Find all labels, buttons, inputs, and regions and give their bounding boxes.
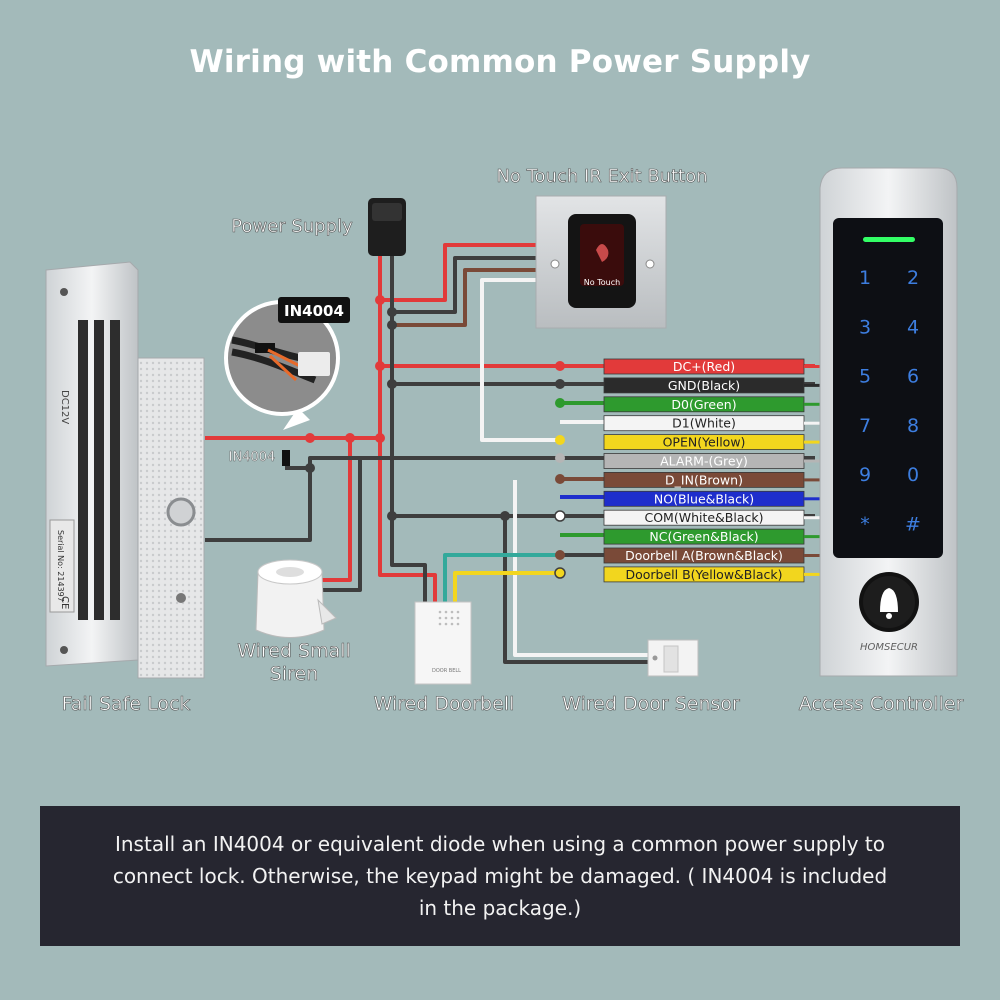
terminal-row: GND(Black) [603, 377, 820, 394]
terminal-row: D1(White) [603, 415, 820, 432]
terminal-row: NO(Blue&Black) [603, 490, 820, 507]
access-controller-device: 1 2 3 4 5 6 7 8 9 0 * # HOMSECUR [819, 167, 958, 677]
doorbell-label: Wired Doorbell [374, 693, 515, 715]
keypad-key[interactable]: 6 [907, 366, 919, 388]
page-title: Wiring with Common Power Supply [189, 44, 811, 80]
wire-red-psu [378, 255, 437, 605]
access-controller-label: Access Controller [799, 693, 964, 715]
terminal-label: NO(Blue&Black) [654, 491, 754, 506]
keypad-key[interactable]: 0 [907, 464, 919, 486]
siren-device [255, 559, 337, 638]
doorbell-device: DOOR BELL [414, 601, 472, 685]
doorbell-face-text: DOOR BELL [432, 668, 461, 674]
wire-red-siren [320, 438, 352, 582]
terminal-row: ALARM-(Grey) [603, 453, 820, 469]
junction-dots [305, 295, 566, 579]
lock-ce-text: CE [59, 596, 70, 609]
exit-button-device: No Touch [535, 195, 667, 329]
terminal-row: NC(Green&Black) [603, 528, 820, 545]
bell-icon [880, 588, 898, 612]
diode-callout: IN4004 [224, 297, 350, 430]
keypad-key[interactable]: 7 [859, 415, 871, 437]
terminal-label: Doorbell B(Yellow&Black) [626, 567, 783, 582]
brand-text: HOMSECUR [860, 642, 918, 653]
keypad-key[interactable]: 1 [859, 267, 871, 289]
terminal-label: DC+(Red) [673, 359, 735, 374]
fail-safe-lock-label: Fail Safe Lock [62, 693, 191, 715]
door-sensor-device [647, 639, 699, 677]
keypad-key[interactable]: 2 [907, 267, 919, 289]
siren-label-line2: Siren [270, 663, 318, 685]
keypad-key[interactable]: 8 [907, 415, 919, 437]
wire-black-psu [390, 255, 427, 605]
wire-white-open [480, 278, 560, 442]
terminal-strip: DC+(Red) GND(Black) D0(Green) D1(White) OPEN… [603, 358, 820, 583]
terminal-label: COM(White&Black) [644, 510, 763, 525]
keypad-key[interactable]: 4 [907, 316, 919, 338]
siren-label-line1: Wired Small [237, 640, 351, 662]
terminal-row: COM(White&Black) [603, 509, 820, 526]
status-led [863, 237, 915, 242]
diode-callout-label: IN4004 [284, 302, 344, 320]
lock-serial-text: Serial No: 214397 [56, 530, 65, 602]
terminal-label: GND(Black) [668, 378, 740, 393]
terminal-row: D_IN(Brown) [603, 471, 820, 488]
keypad-key[interactable]: 3 [859, 316, 871, 338]
exit-button-face-text: No Touch [584, 278, 620, 287]
keypad-key[interactable]: 5 [859, 366, 871, 388]
wire-black-exit [392, 256, 545, 314]
wire-black-siren [320, 458, 362, 592]
keypad-key[interactable]: * [860, 514, 870, 536]
terminal-label: D0(Green) [671, 397, 736, 412]
lock-voltage-text: DC12V [59, 390, 70, 424]
wire-teal-doorbell [443, 553, 560, 605]
wire-black-sensor [503, 516, 650, 664]
hand-icon [596, 244, 609, 262]
terminal-label: D1(White) [672, 416, 736, 431]
wire-yellow-doorbell [453, 571, 560, 605]
terminal-row: OPEN(Yellow) [603, 434, 820, 451]
terminal-label: OPEN(Yellow) [663, 435, 746, 450]
wire-brown-exit [392, 268, 545, 327]
terminal-label: Doorbell A(Brown&Black) [625, 548, 783, 563]
diode-label: IN4004 [229, 450, 276, 465]
diagram-canvas: DC+(Red) GND(Black) D0(Green) D1(White) OPEN… [45, 166, 964, 715]
exit-button-label: No Touch IR Exit Button [496, 166, 707, 187]
diode-warning-note: Install an IN4004 or equivalent diode wh… [40, 806, 960, 946]
terminal-label: ALARM-(Grey) [660, 454, 748, 469]
terminal-row: D0(Green) [603, 396, 820, 413]
terminal-label: D_IN(Brown) [665, 472, 743, 487]
fail-safe-lock-device: DC12V Serial No: 214397 CE [45, 261, 205, 679]
terminal-row: DC+(Red) [603, 358, 820, 375]
terminal-row: Doorbell A(Brown&Black) [603, 547, 820, 564]
wire-white-sensor [513, 480, 650, 657]
terminal-label: NC(Green&Black) [649, 529, 758, 544]
keypad-key[interactable]: 9 [859, 464, 871, 486]
power-supply-unit [368, 198, 406, 256]
keypad: 1 2 3 4 5 6 7 8 9 0 * # [859, 267, 921, 536]
power-supply-label: Power Supply [231, 216, 353, 237]
door-sensor-label: Wired Door Sensor [562, 693, 740, 715]
diode [282, 450, 290, 466]
wire-red-exit [380, 243, 545, 302]
keypad-key[interactable]: # [905, 514, 921, 536]
wire-black-lock [205, 466, 312, 542]
terminal-row: Doorbell B(Yellow&Black) [603, 566, 820, 583]
